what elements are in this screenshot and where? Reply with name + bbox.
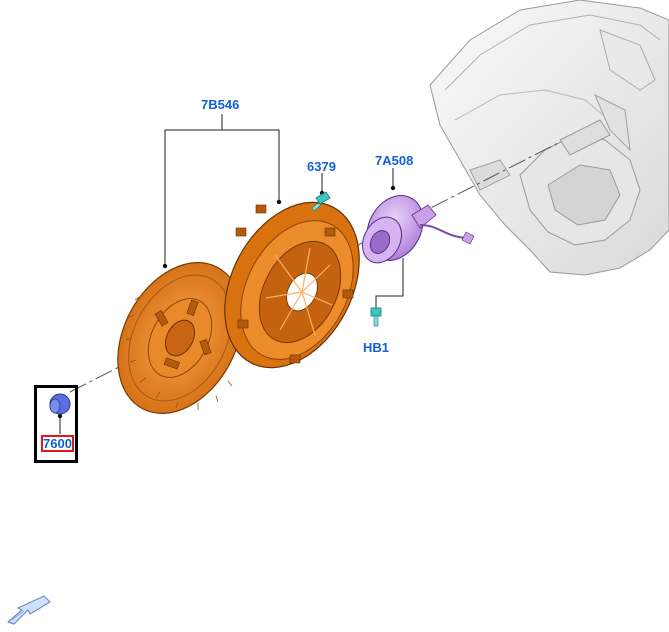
selected-callout-highlight	[41, 435, 74, 452]
clutch-disc	[117, 262, 243, 414]
pressure-plate	[224, 201, 360, 369]
callout-7600[interactable]: 7600	[43, 436, 72, 451]
callout-7b546[interactable]: 7B546	[201, 97, 240, 112]
back-arrow-icon[interactable]	[4, 592, 54, 626]
slave-cylinder	[362, 195, 475, 264]
leader-lines	[59, 114, 404, 434]
bolt-hb1	[370, 307, 382, 327]
transmission-housing	[429, 0, 669, 276]
callout-6379[interactable]: 6379	[307, 159, 336, 174]
callout-7a508[interactable]: 7A508	[375, 153, 414, 168]
pilot-bearing	[49, 393, 71, 415]
selected-part-frame	[34, 385, 78, 463]
callout-hb1[interactable]: HB1	[363, 340, 390, 355]
bolt-6379	[311, 191, 331, 212]
